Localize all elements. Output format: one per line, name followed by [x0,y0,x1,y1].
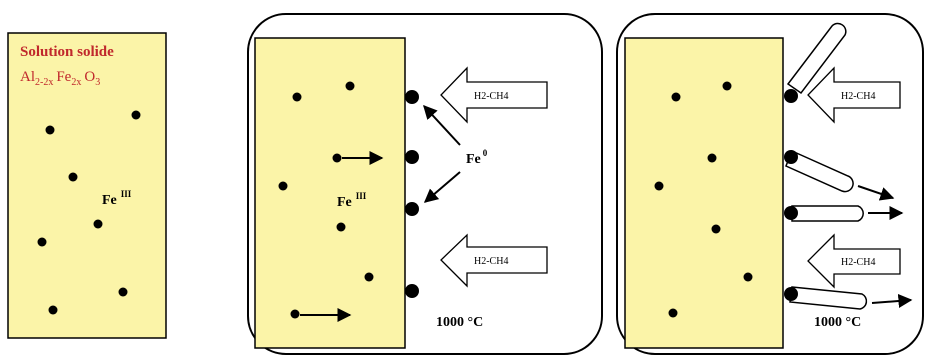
fe0-particle [784,206,798,220]
gas-label: H2-CH4 [841,257,875,268]
fe3-ion [708,154,717,163]
fe3-ion [293,93,302,102]
fe0-particle [405,90,419,104]
fe3-ion [291,310,300,319]
fe3-ion [46,126,55,135]
reduction-slab [255,38,405,348]
gas-label: H2-CH4 [841,91,875,102]
fe0-particle [405,284,419,298]
fe0-particle [784,287,798,301]
fe3-ion [38,238,47,247]
temperature-label-panel2: 1000 °C [436,315,483,330]
fe3-ion [69,173,78,182]
panel-3-nanotube-growth: H2-CH4 H2-CH4 1000 °C [617,14,923,354]
solid-solution-title: Solution solide [20,44,114,60]
fe3-ion [94,220,103,229]
fe0-particle [784,89,798,103]
fe3-ion [712,225,721,234]
fe0-particle [405,150,419,164]
fe3-ion [49,306,58,315]
growth-slab [625,38,783,348]
fe3-ion [337,223,346,232]
gas-label: H2-CH4 [474,91,508,102]
fe3-ion [132,111,141,120]
fe3-ion [346,82,355,91]
fe3-ion [365,273,374,282]
fe0-particle [784,150,798,164]
fe3-ion [333,154,342,163]
fe3-ion [655,182,664,191]
fe3-ion [669,309,678,318]
temperature-label-panel3: 1000 °C [814,315,861,330]
fe3-ion [744,273,753,282]
gas-label: H2-CH4 [474,256,508,267]
fe3-ion [119,288,128,297]
nanotube [792,206,863,221]
fe3-ion [672,93,681,102]
fe0-particle [405,202,419,216]
fe3-ion [723,82,732,91]
fe3-ion [279,182,288,191]
